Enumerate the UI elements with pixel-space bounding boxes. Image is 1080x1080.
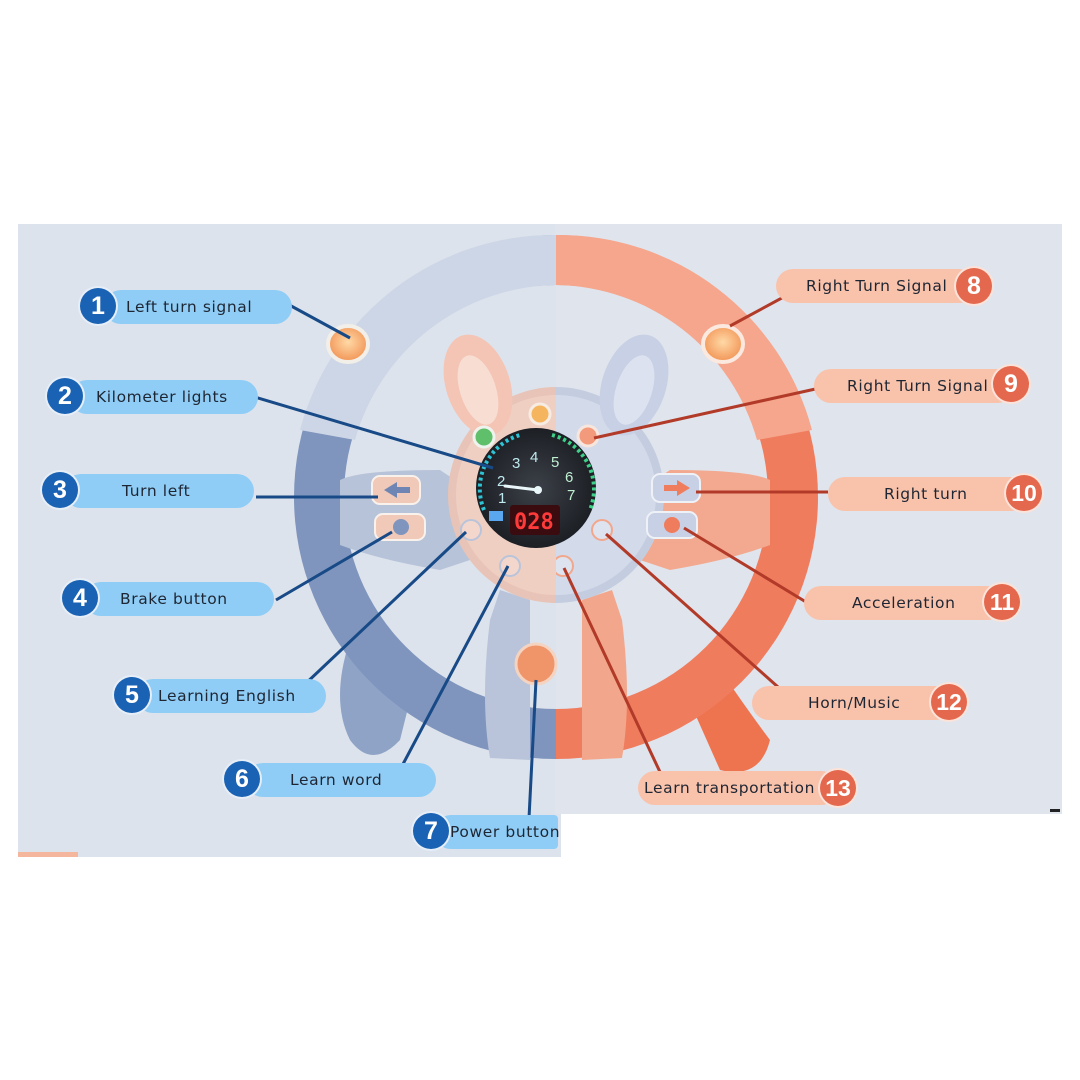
vehicle-icon: [556, 555, 574, 577]
gauge-tick: 1: [498, 490, 506, 507]
callout-text: Learn word: [290, 771, 383, 789]
leader-lines: [247, 284, 839, 819]
gauge-tick: 7: [567, 487, 575, 504]
callout-badge-1: 1: [80, 288, 116, 324]
left-arrow-icon: [384, 482, 410, 498]
callout-label-2: Kilometer lights: [70, 380, 258, 414]
abc-icon: [460, 519, 482, 541]
callout-badge-2: 2: [47, 378, 83, 414]
wheel-right-half: [556, 234, 818, 772]
callout-text: Learn transportation: [644, 779, 816, 797]
callout-badge-8: 8: [956, 268, 992, 304]
callout-badge-3: 3: [42, 472, 78, 508]
callout-badge-11: 11: [984, 584, 1020, 620]
callout-badge-5: 5: [114, 677, 150, 713]
callout-label-7: Power button: [434, 815, 561, 849]
gauge-digital-display: 028: [514, 510, 554, 535]
callout-badge-6: 6: [224, 761, 260, 797]
callout-label-13: Learn transportation: [638, 771, 838, 805]
callout-badge-9: 9: [993, 366, 1029, 402]
power-knob: [514, 642, 556, 686]
callout-label-3: Turn left: [64, 474, 254, 508]
callout-text: Acceleration: [852, 594, 956, 612]
gauge-tick: 3: [512, 455, 520, 472]
callout-label-9: Right Turn Signal: [814, 369, 1014, 403]
callout-text: Kilometer lights: [96, 388, 228, 406]
callout-text: Turn left: [122, 482, 191, 500]
gauge-tick: 4: [530, 449, 538, 466]
callout-badge-12: 12: [931, 684, 967, 720]
callout-label-10: Right turn: [828, 477, 1028, 511]
callout-text: Left turn signal: [126, 298, 253, 316]
callout-label-6: Learn word: [246, 763, 436, 797]
callout-text: Right Turn Signal: [806, 277, 948, 295]
corner-mark: [1050, 809, 1060, 812]
callout-badge-4: 4: [62, 580, 98, 616]
callout-label-4: Brake button: [84, 582, 274, 616]
callout-text: Power button: [450, 823, 561, 841]
callout-text: Horn/Music: [808, 694, 901, 712]
callout-badge-7: 7: [413, 813, 449, 849]
callout-text: Right turn: [884, 485, 968, 503]
callout-text: Brake button: [120, 590, 228, 608]
gauge-tick: 6: [565, 469, 573, 486]
callout-badge-13: 13: [820, 770, 856, 806]
callout-text: Right Turn Signal: [847, 377, 989, 395]
right-arrow-icon: [664, 480, 690, 496]
callout-label-5: Learning English: [136, 679, 326, 713]
callout-label-12: Horn/Music: [752, 686, 952, 720]
callout-label-8: Right Turn Signal: [776, 269, 976, 303]
speedometer-gauge: 1 2 3 4 5 6 7 028: [476, 428, 596, 548]
background-strip: [18, 852, 78, 857]
go-icon: [664, 517, 680, 533]
gauge-tick: 2: [497, 473, 505, 490]
callout-label-11: Acceleration: [804, 586, 1004, 620]
callout-badge-10: 10: [1006, 475, 1042, 511]
gauge-tick: 5: [551, 454, 559, 471]
stop-sign-icon: [393, 519, 409, 535]
callout-text: Learning English: [158, 687, 296, 705]
callout-label-1: Left turn signal: [104, 290, 292, 324]
